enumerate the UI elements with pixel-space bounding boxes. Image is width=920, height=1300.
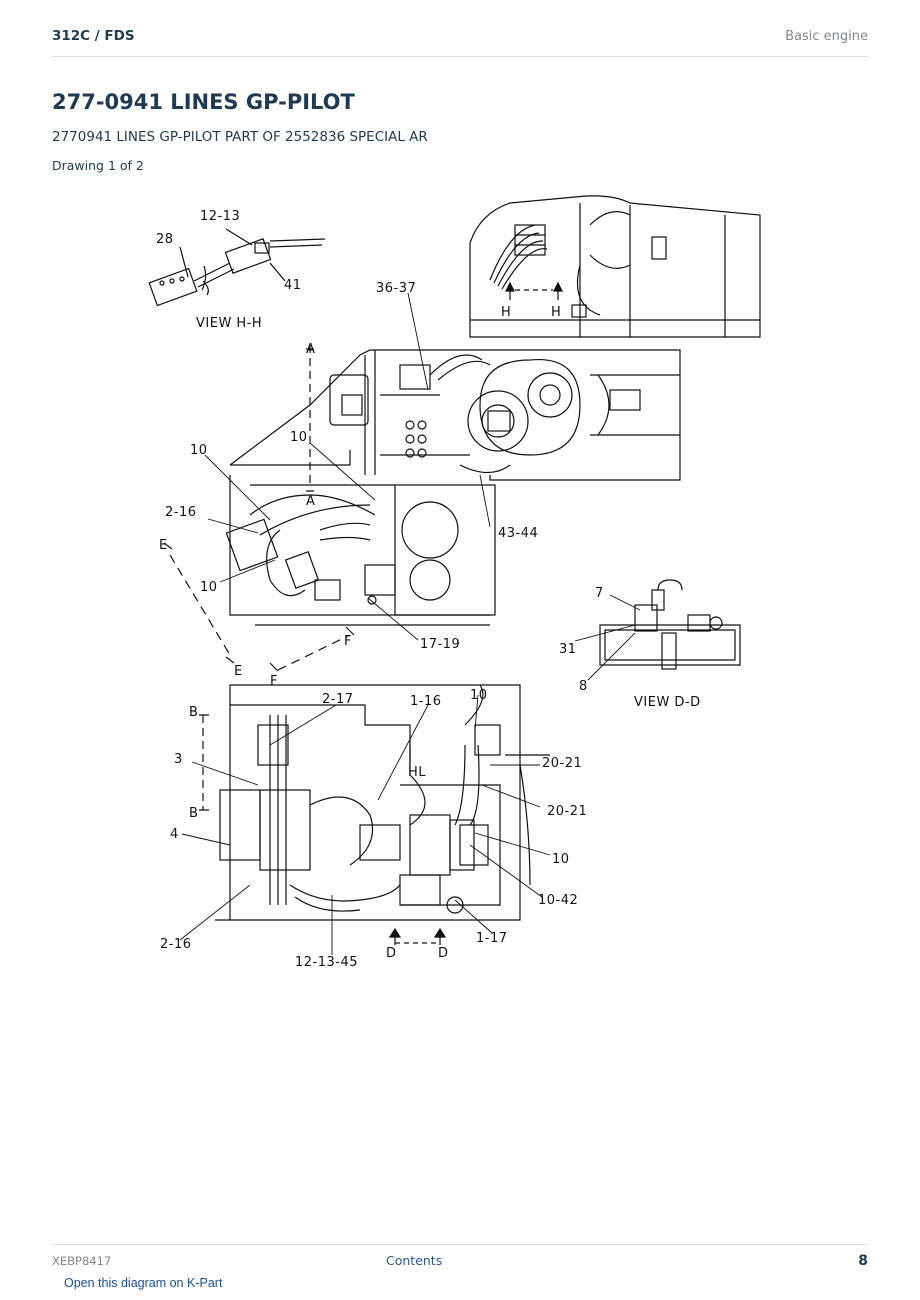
bottom-assembly: [199, 684, 550, 945]
page-footer: XEBP8417 Contents 8: [52, 1244, 868, 1275]
callout-hl: HL: [408, 765, 426, 780]
callout-10-b: 10: [290, 430, 308, 445]
callout-e-top: E: [159, 538, 168, 553]
callout-41: 41: [284, 278, 302, 293]
callout-labels: 12-13 28 41 VIEW H-H 36-37 H H A A 10 10…: [156, 209, 701, 970]
callout-h-left: H: [501, 305, 511, 320]
callout-3: 3: [174, 752, 183, 767]
view-h-h-label: VIEW H-H: [196, 316, 262, 331]
callout-10-42: 10-42: [538, 893, 578, 908]
main-body: [225, 345, 681, 626]
callout-20-21-a: 20-21: [542, 756, 582, 771]
leader-lines: [179, 292, 641, 955]
model-label: 312C / FDS: [52, 28, 135, 44]
page-header: 312C / FDS Basic engine: [52, 28, 868, 57]
callout-d-right: D: [438, 946, 449, 961]
callout-12-13-45: 12-13-45: [295, 955, 358, 970]
callout-h-right: H: [551, 305, 561, 320]
callout-36-37: 36-37: [376, 281, 416, 296]
top-right-housing: [469, 195, 761, 338]
callout-12-13: 12-13: [200, 209, 240, 224]
callout-1-16: 1-16: [410, 694, 442, 709]
callout-b-top: B: [189, 705, 198, 720]
callout-d-left: D: [386, 946, 397, 961]
callout-f-top: F: [344, 634, 352, 649]
parts-diagram: 12-13 28 41 VIEW H-H 36-37 H H A A 10 10…: [110, 185, 810, 985]
view-d-d-label: VIEW D-D: [634, 695, 701, 710]
callout-b-bottom: B: [189, 806, 198, 821]
callout-4: 4: [170, 827, 179, 842]
callout-e-bottom: E: [234, 664, 243, 679]
section-label: Basic engine: [785, 29, 868, 44]
callout-2-16-a: 2-16: [165, 505, 197, 520]
page-title: 277-0941 LINES GP-PILOT: [52, 90, 355, 114]
section-markers: [163, 542, 355, 672]
callout-2-16-b: 2-16: [160, 937, 192, 952]
callout-10-c: 10: [200, 580, 218, 595]
callout-1-17: 1-17: [476, 931, 508, 946]
page-number: 8: [858, 1253, 868, 1269]
callout-17-19: 17-19: [420, 637, 460, 652]
callout-10-e: 10: [552, 852, 570, 867]
page-subtitle: 2770941 LINES GP-PILOT PART OF 2552836 S…: [52, 129, 428, 145]
document-id: XEBP8417: [52, 1254, 112, 1268]
callout-28: 28: [156, 232, 174, 247]
drawing-label: Drawing 1 of 2: [52, 158, 144, 173]
callout-10-d: 10: [470, 688, 488, 703]
open-in-kpart-link[interactable]: Open this diagram on K-Part: [64, 1276, 223, 1290]
callout-a-top: A: [306, 342, 315, 357]
callout-10-a: 10: [190, 443, 208, 458]
callout-7: 7: [595, 586, 604, 601]
callout-20-21-b: 20-21: [547, 804, 587, 819]
callout-f-bottom: F: [270, 674, 278, 689]
callout-a-bottom: A: [306, 494, 315, 509]
callout-31: 31: [559, 642, 577, 657]
parts-diagram-drawing: 12-13 28 41 VIEW H-H 36-37 H H A A 10 10…: [148, 195, 761, 970]
contents-link[interactable]: Contents: [386, 1253, 443, 1268]
callout-2-17: 2-17: [322, 692, 354, 707]
view-h-h-detail: [148, 228, 326, 307]
view-d-d-detail: [599, 579, 741, 670]
callout-8: 8: [579, 679, 588, 694]
callout-43-44: 43-44: [498, 526, 538, 541]
